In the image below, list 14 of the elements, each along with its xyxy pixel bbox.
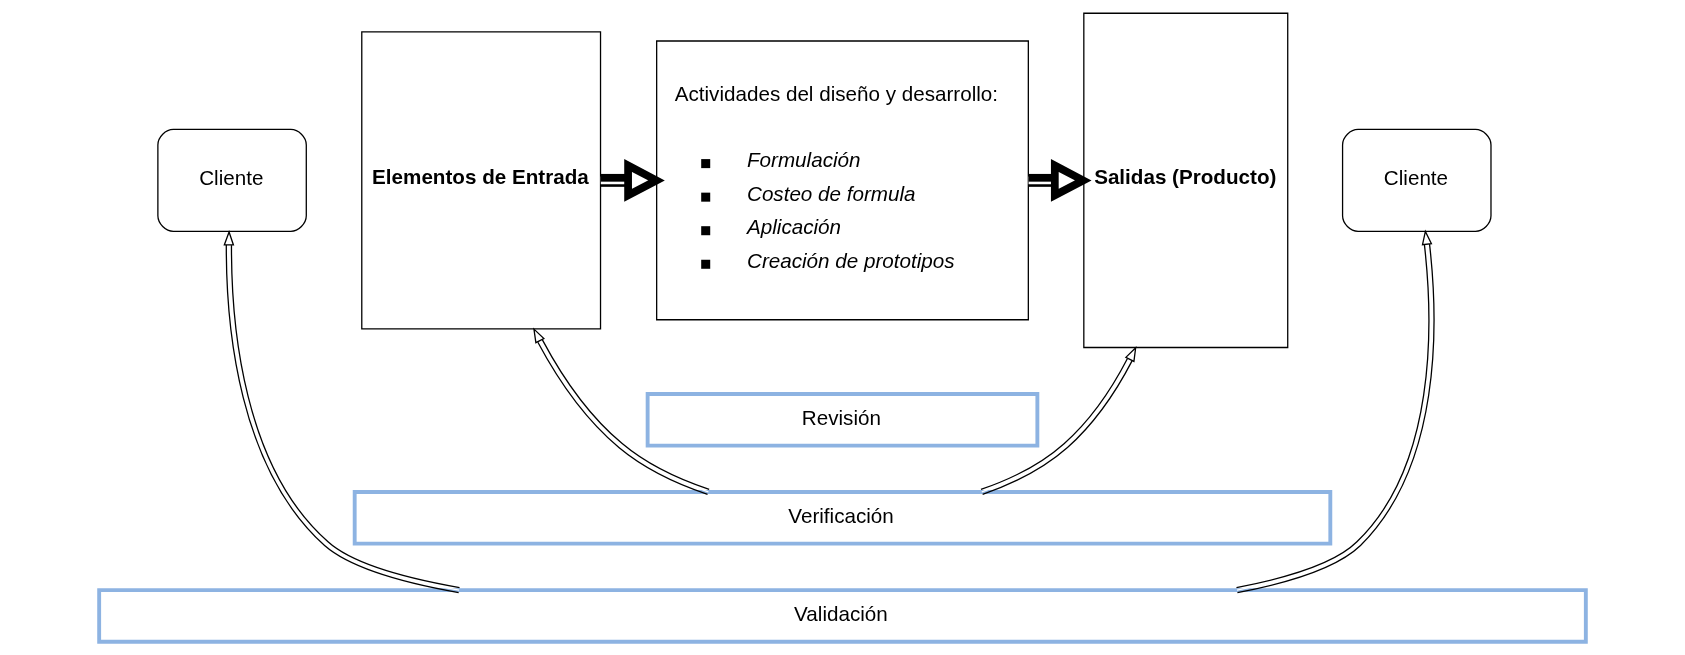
node-box: Validación [97,588,1588,644]
node-box: Cliente [1341,128,1492,232]
arrow [223,230,461,594]
node-box: Actividades del diseño y desarrollo: Formulación Costeo de formula Aplicación Creación de prototipos [656,40,1029,321]
arrow [980,346,1137,495]
node-box: Elementos de Entrada [361,31,602,330]
node-box: Cliente [157,128,307,232]
arrow [1028,159,1092,202]
arrow [1235,229,1435,594]
node-box: Revisión [645,392,1040,448]
node-box: Salidas (Producto) [1083,12,1289,349]
arrow [533,327,710,495]
node-box: Verificación [352,490,1333,546]
arrow [600,159,665,202]
